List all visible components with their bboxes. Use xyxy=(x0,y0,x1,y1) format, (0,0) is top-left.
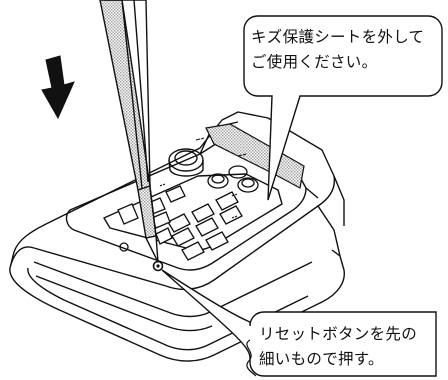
down-arrow-icon xyxy=(41,55,75,120)
reset-button-note: リセットボタンを先の 細いもので押す。 xyxy=(259,322,417,372)
reset-button-note-line2: 細いもので押す。 xyxy=(259,350,384,368)
body-hole xyxy=(119,242,129,252)
oval-buttons xyxy=(207,165,259,193)
dial-icon xyxy=(168,148,204,177)
printed-marks xyxy=(159,137,247,219)
callout-bubble-protective-sheet xyxy=(243,15,443,201)
keypad-keys xyxy=(117,185,243,261)
protective-sheet-note-line1: キズ保護シートを外して xyxy=(251,28,425,46)
reset-button-note-line1: リセットボタンを先の xyxy=(259,325,418,343)
callout-bubble-reset-button xyxy=(161,269,437,377)
stylus-pen-icon xyxy=(99,0,159,263)
protective-sheet-note: キズ保護シートを外して ご使用ください。 xyxy=(251,25,424,75)
protective-sheet-area xyxy=(205,123,305,189)
protective-sheet-note-line2: ご使用ください。 xyxy=(251,53,378,71)
